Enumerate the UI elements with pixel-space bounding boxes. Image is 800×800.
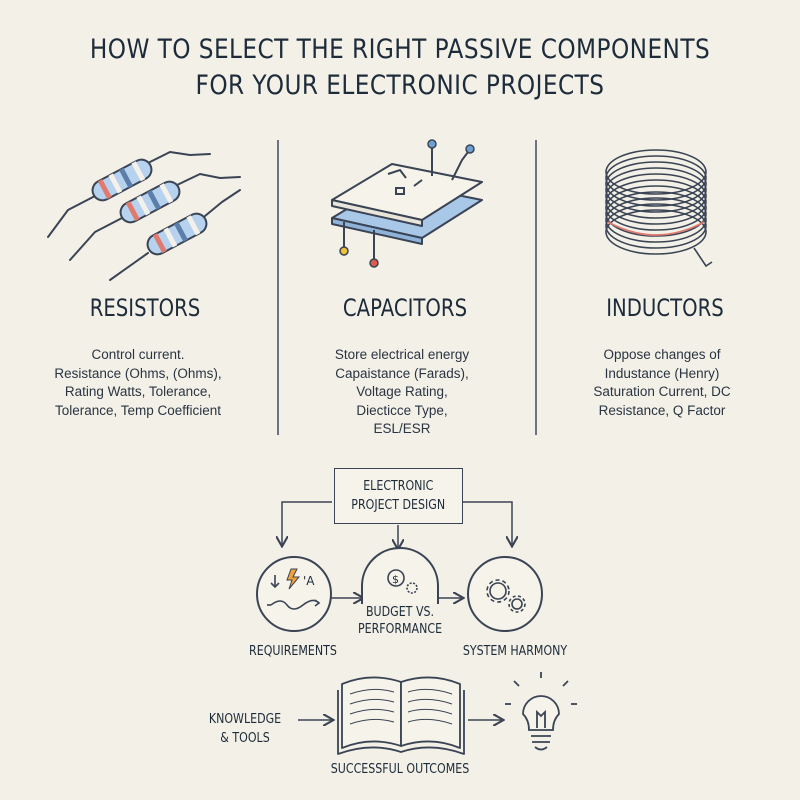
inductors-desc-line: Saturation Current, DC xyxy=(593,384,731,399)
requirements-icon-text: 'A xyxy=(303,574,315,588)
capacitors-title: CAPACITORS xyxy=(342,294,468,322)
svg-text:$: $ xyxy=(392,573,399,586)
resistors-description: Control current. Resistance (Ohms, (Ohms… xyxy=(8,346,268,420)
budget-label: BUDGET VS. PERFORMANCE xyxy=(345,604,456,638)
requirements-label: REQUIREMENTS xyxy=(249,644,337,659)
inductors-desc-line: Resistance, Q Factor xyxy=(598,402,726,418)
resistor-icon xyxy=(47,151,241,281)
column-divider-right xyxy=(535,140,537,435)
gears-icon xyxy=(467,556,543,632)
successful-outcomes-label: SUCCESSFUL OUTCOMES xyxy=(330,762,470,777)
title-line-2: FOR YOUR ELECTRONIC PROJECTS xyxy=(195,70,605,101)
title-line-1: HOW TO SELECT THE RIGHT PASSIVE COMPONEN… xyxy=(89,34,711,65)
budget-icon: $ xyxy=(361,547,439,604)
inductors-desc-line: Oppose changes of xyxy=(603,347,721,362)
budget-label-line-2: PERFORMANCE xyxy=(357,622,443,637)
resistors-desc-line: Resistance (Ohms, (Ohms), xyxy=(54,365,222,381)
knowledge-label: KNOWLEDGE & TOOLS xyxy=(198,710,292,748)
inductors-description: Oppose changes of Industance (Henry) Sat… xyxy=(532,346,792,420)
capacitor-icon xyxy=(331,139,483,268)
capacitors-desc-line: Store electrical energy xyxy=(334,347,470,362)
knowledge-label-line-1: KNOWLEDGE xyxy=(208,712,282,727)
column-divider-left xyxy=(277,140,279,435)
design-box-line-2: PROJECT DESIGN xyxy=(351,498,446,513)
inductors-title: INDUCTORS xyxy=(606,294,724,322)
resistors-desc-line: Control current. xyxy=(91,347,185,362)
lightbulb-icon xyxy=(505,672,577,751)
book-icon xyxy=(337,676,465,755)
inductors-desc-line: Industance (Henry) xyxy=(604,365,720,381)
capacitors-desc-line: ESL/ESR xyxy=(373,421,431,436)
capacitors-desc-line: Capaistance (Farads), xyxy=(335,365,469,381)
resistors-desc-line: Rating Watts, Tolerance, xyxy=(64,384,212,399)
capacitors-desc-line: Diecticce Type, xyxy=(356,402,448,418)
arrow-design-to-requirements xyxy=(282,501,332,545)
project-design-box: ELECTRONIC PROJECT DESIGN xyxy=(334,468,463,524)
resistors-title: RESISTORS xyxy=(89,294,201,322)
resistors-desc-line: Tolerance, Temp Coefficient xyxy=(54,402,222,418)
page-title: HOW TO SELECT THE RIGHT PASSIVE COMPONEN… xyxy=(56,32,744,104)
knowledge-label-line-2: & TOOLS xyxy=(220,731,270,746)
system-harmony-label: SYSTEM HARMONY xyxy=(462,644,568,659)
capacitors-desc-line: Voltage Rating, xyxy=(356,384,448,399)
budget-label-line-1: BUDGET VS. xyxy=(365,605,435,620)
arrow-design-to-harmony xyxy=(463,501,512,545)
design-box-line-1: ELECTRONIC xyxy=(363,479,434,494)
requirements-icon: 'A xyxy=(256,556,332,632)
capacitors-description: Store electrical energy Capaistance (Far… xyxy=(272,346,532,439)
inductor-icon xyxy=(605,149,713,268)
